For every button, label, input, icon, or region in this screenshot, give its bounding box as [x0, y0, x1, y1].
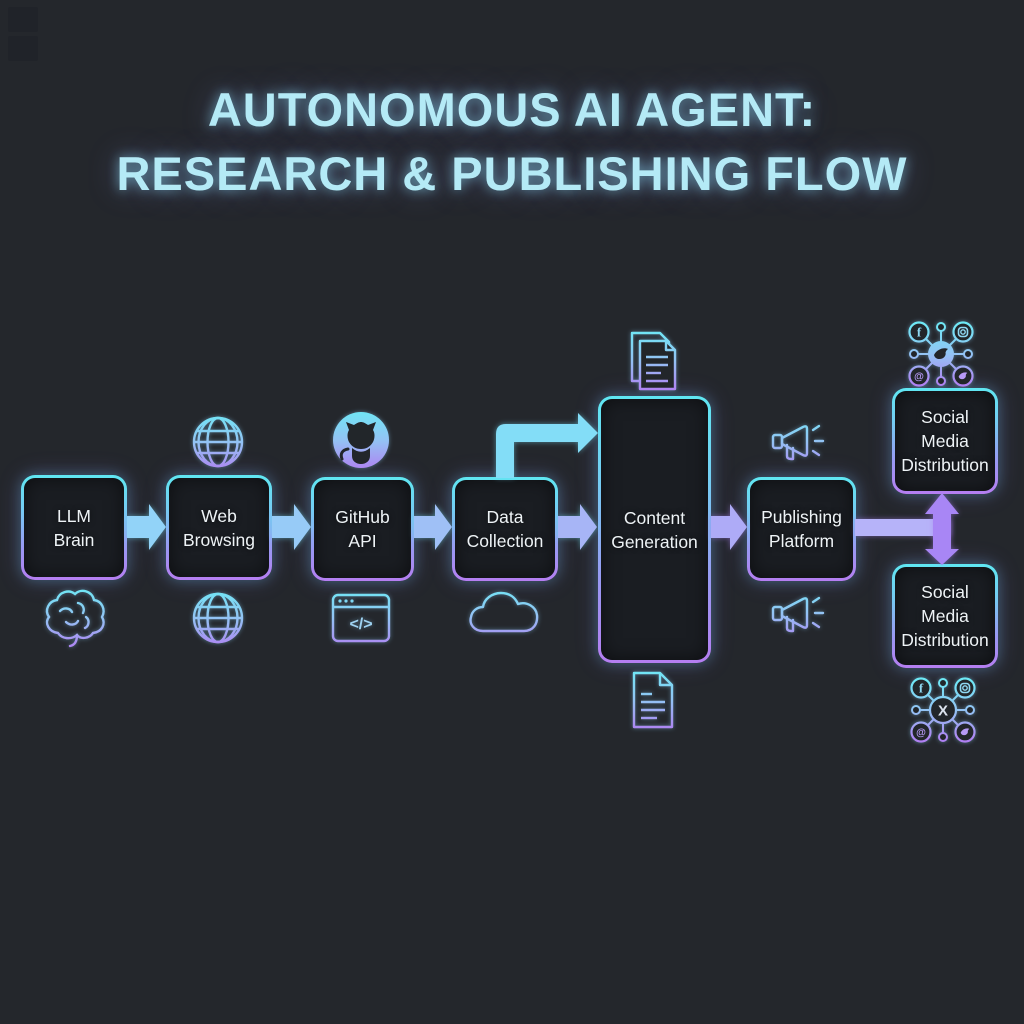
page-title-line2: RESEARCH & PUBLISHING FLOW	[116, 147, 908, 200]
node-label: Social Media Distribution	[901, 582, 989, 650]
node-github-api: GitHub API	[311, 477, 414, 581]
arrow-social-split	[925, 493, 959, 565]
code-window-icon: </>	[331, 593, 391, 643]
node-llm-brain-body: LLM Brain	[24, 478, 124, 577]
instagram-glyph	[957, 326, 969, 338]
globe-icon	[192, 592, 244, 644]
node-publishing-platform-body: Publishing Platform	[750, 480, 853, 578]
at-glyph: @	[916, 728, 926, 739]
arrow-data-to-content	[558, 504, 597, 550]
github-octocat-icon	[333, 412, 389, 468]
document-icon	[632, 671, 674, 729]
x-glyph: X	[938, 703, 948, 720]
arrow-llm-to-web	[127, 504, 166, 550]
code-glyph: </>	[349, 616, 372, 633]
megaphone-icon	[771, 596, 825, 633]
node-web-browsing-body: Web Browsing	[169, 478, 269, 577]
node-content-generation: Content Generation	[598, 396, 711, 663]
cloud-icon	[469, 591, 539, 633]
corner-artifact	[8, 36, 38, 61]
bird-glyph	[960, 728, 970, 736]
node-llm-brain: LLM Brain	[21, 475, 127, 580]
facebook-glyph: f	[919, 681, 924, 696]
page-title-line1: AUTONOMOUS AI AGENT:	[207, 83, 817, 136]
node-github-api-body: GitHub API	[314, 480, 411, 578]
node-publishing-platform: Publishing Platform	[747, 477, 856, 581]
node-social-media-bottom: Social Media Distribution	[892, 564, 998, 668]
page-title: AUTONOMOUS AI AGENT: RESEARCH & PUBLISHI…	[0, 78, 1024, 206]
facebook-glyph: f	[917, 325, 922, 340]
globe-icon	[192, 416, 244, 468]
node-social-media-top: Social Media Distribution	[892, 388, 998, 494]
node-data-collection-body: Data Collection	[455, 480, 555, 578]
node-web-browsing: Web Browsing	[166, 475, 272, 580]
social-network-hub-icon: f @ X	[910, 677, 976, 743]
social-network-hub-icon: f @	[908, 321, 974, 387]
brain-icon	[45, 589, 105, 648]
node-label: Social Media Distribution	[901, 407, 989, 475]
node-social-media-bottom-body: Social Media Distribution	[895, 567, 995, 665]
bird-glyph	[958, 372, 968, 380]
node-label: Web Browsing	[183, 505, 255, 550]
corner-artifact	[8, 7, 38, 32]
node-data-collection: Data Collection	[452, 477, 558, 581]
arrow-data-to-content-elbow	[496, 413, 598, 478]
node-label: Publishing Platform	[761, 507, 842, 551]
node-label: Content Generation	[611, 507, 698, 552]
instagram-glyph	[959, 682, 971, 694]
node-label: Data Collection	[466, 507, 544, 551]
arrow-content-to-publishing	[711, 504, 747, 550]
at-glyph: @	[914, 372, 924, 383]
arrow-web-to-github	[272, 504, 311, 550]
arrow-github-to-data	[414, 504, 452, 550]
connector-publishing-to-social	[855, 519, 951, 536]
node-content-generation-body: Content Generation	[601, 399, 708, 660]
megaphone-icon	[771, 424, 825, 461]
twitter-bird-glyph	[934, 348, 948, 360]
node-label: LLM Brain	[53, 505, 95, 550]
node-social-media-top-body: Social Media Distribution	[895, 391, 995, 491]
stacked-documents-icon	[630, 331, 677, 391]
node-label: GitHub API	[335, 507, 390, 551]
